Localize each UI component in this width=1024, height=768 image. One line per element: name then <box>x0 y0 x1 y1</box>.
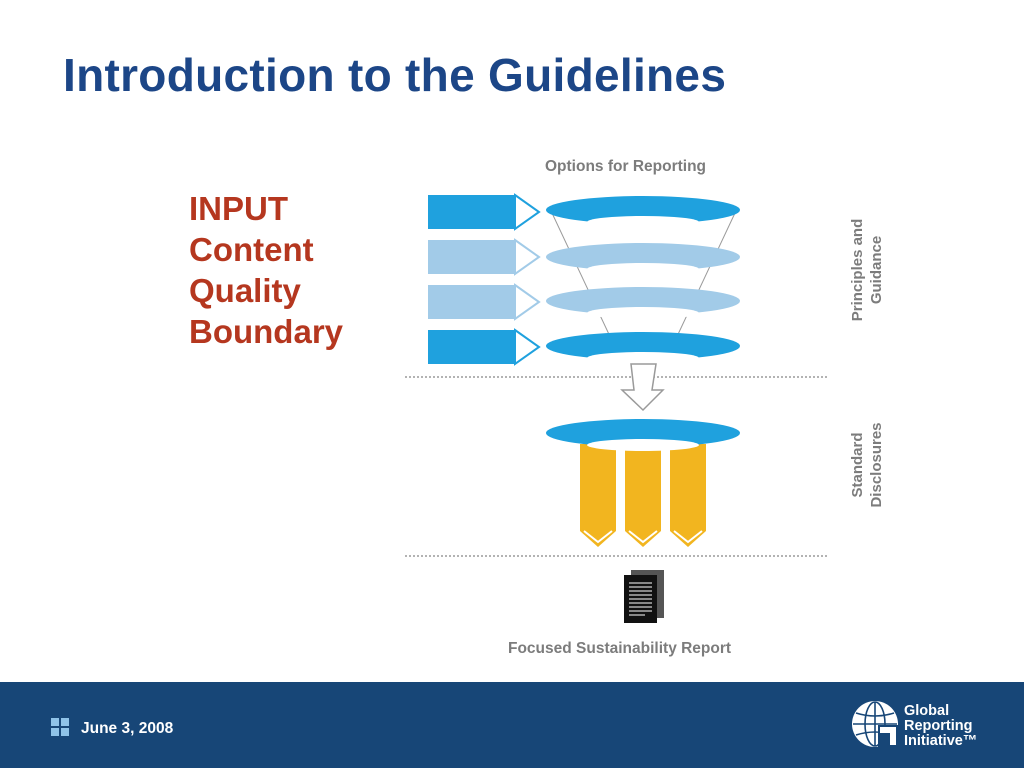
logo-line-1: Global <box>904 703 950 719</box>
options-for-reporting-label: Options for Reporting <box>545 158 707 175</box>
logo-line-2: Reporting <box>904 718 973 734</box>
input-list: INPUT Content Quality Boundary <box>189 188 343 352</box>
funnel-disc-icon <box>546 332 740 364</box>
input-arrow-icon <box>428 238 541 276</box>
input-heading: INPUT <box>189 190 288 227</box>
pencil-icon <box>580 444 616 547</box>
funnel-disc-icon <box>546 196 740 228</box>
logo-line-3: Initiative™ <box>904 733 978 749</box>
input-item-boundary: Boundary <box>189 313 344 350</box>
funnel-guide-lines <box>551 212 736 346</box>
input-arrow-icon <box>428 283 541 321</box>
focused-report-label: Focused Sustainability Report <box>508 640 732 657</box>
funnel-disc-icon <box>546 287 740 319</box>
input-item-quality: Quality <box>189 272 301 309</box>
input-item-content: Content <box>189 231 314 268</box>
pencil-icon <box>670 444 706 547</box>
input-arrow-icon <box>428 193 541 231</box>
gri-logo-text: Global Reporting Initiative™ <box>904 704 977 749</box>
pencil-icon <box>625 444 661 547</box>
footer-date: June 3, 2008 <box>81 720 174 737</box>
grid-squares-icon <box>51 718 69 736</box>
funnel-disc-icon <box>546 419 740 451</box>
funnel-disc-icon <box>546 243 740 275</box>
input-arrow-icon <box>428 328 541 366</box>
guidelines-funnel-diagram <box>405 193 828 623</box>
document-icon <box>624 570 664 623</box>
slide-title: Introduction to the Guidelines <box>63 49 727 101</box>
gri-globe-logo-icon <box>852 701 898 747</box>
down-arrow-icon <box>620 363 665 412</box>
